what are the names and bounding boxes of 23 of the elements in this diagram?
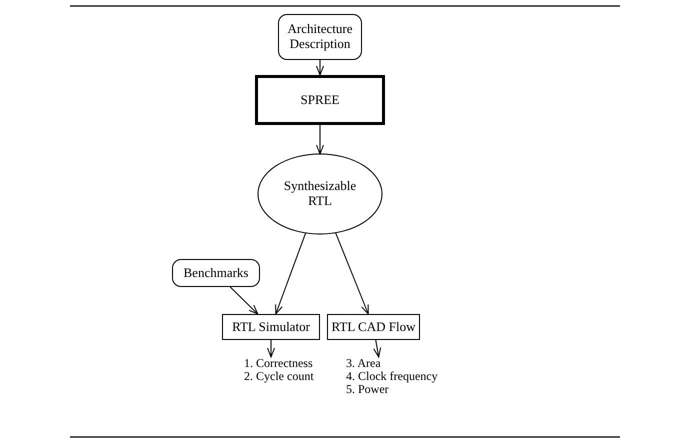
process-box [327,314,420,340]
node-label: Synthesizable RTL [282,179,358,209]
arrow [373,340,382,358]
arrow [335,232,369,314]
arrow [275,232,306,314]
node-label: RTL CAD Flow [330,320,416,334]
tool-box [255,75,385,125]
arrow [230,286,258,314]
arrow [267,340,275,358]
node-label: Architecture Description [286,22,354,52]
node-label: RTL Simulator [231,320,311,334]
result-item: 1. Correctness [243,357,314,370]
result-item: 3. Area [345,357,382,370]
process-box [222,314,320,340]
result-item: 2. Cycle count [243,370,315,384]
node-label: SPREE [299,92,340,108]
input-box [172,259,260,287]
arrow [316,60,324,76]
node-label: Benchmarks [182,266,250,280]
result-item: 4. Clock frequency [345,370,439,384]
arrow [316,124,324,154]
input-box [278,14,362,60]
result-item: 5. Power [345,383,390,397]
